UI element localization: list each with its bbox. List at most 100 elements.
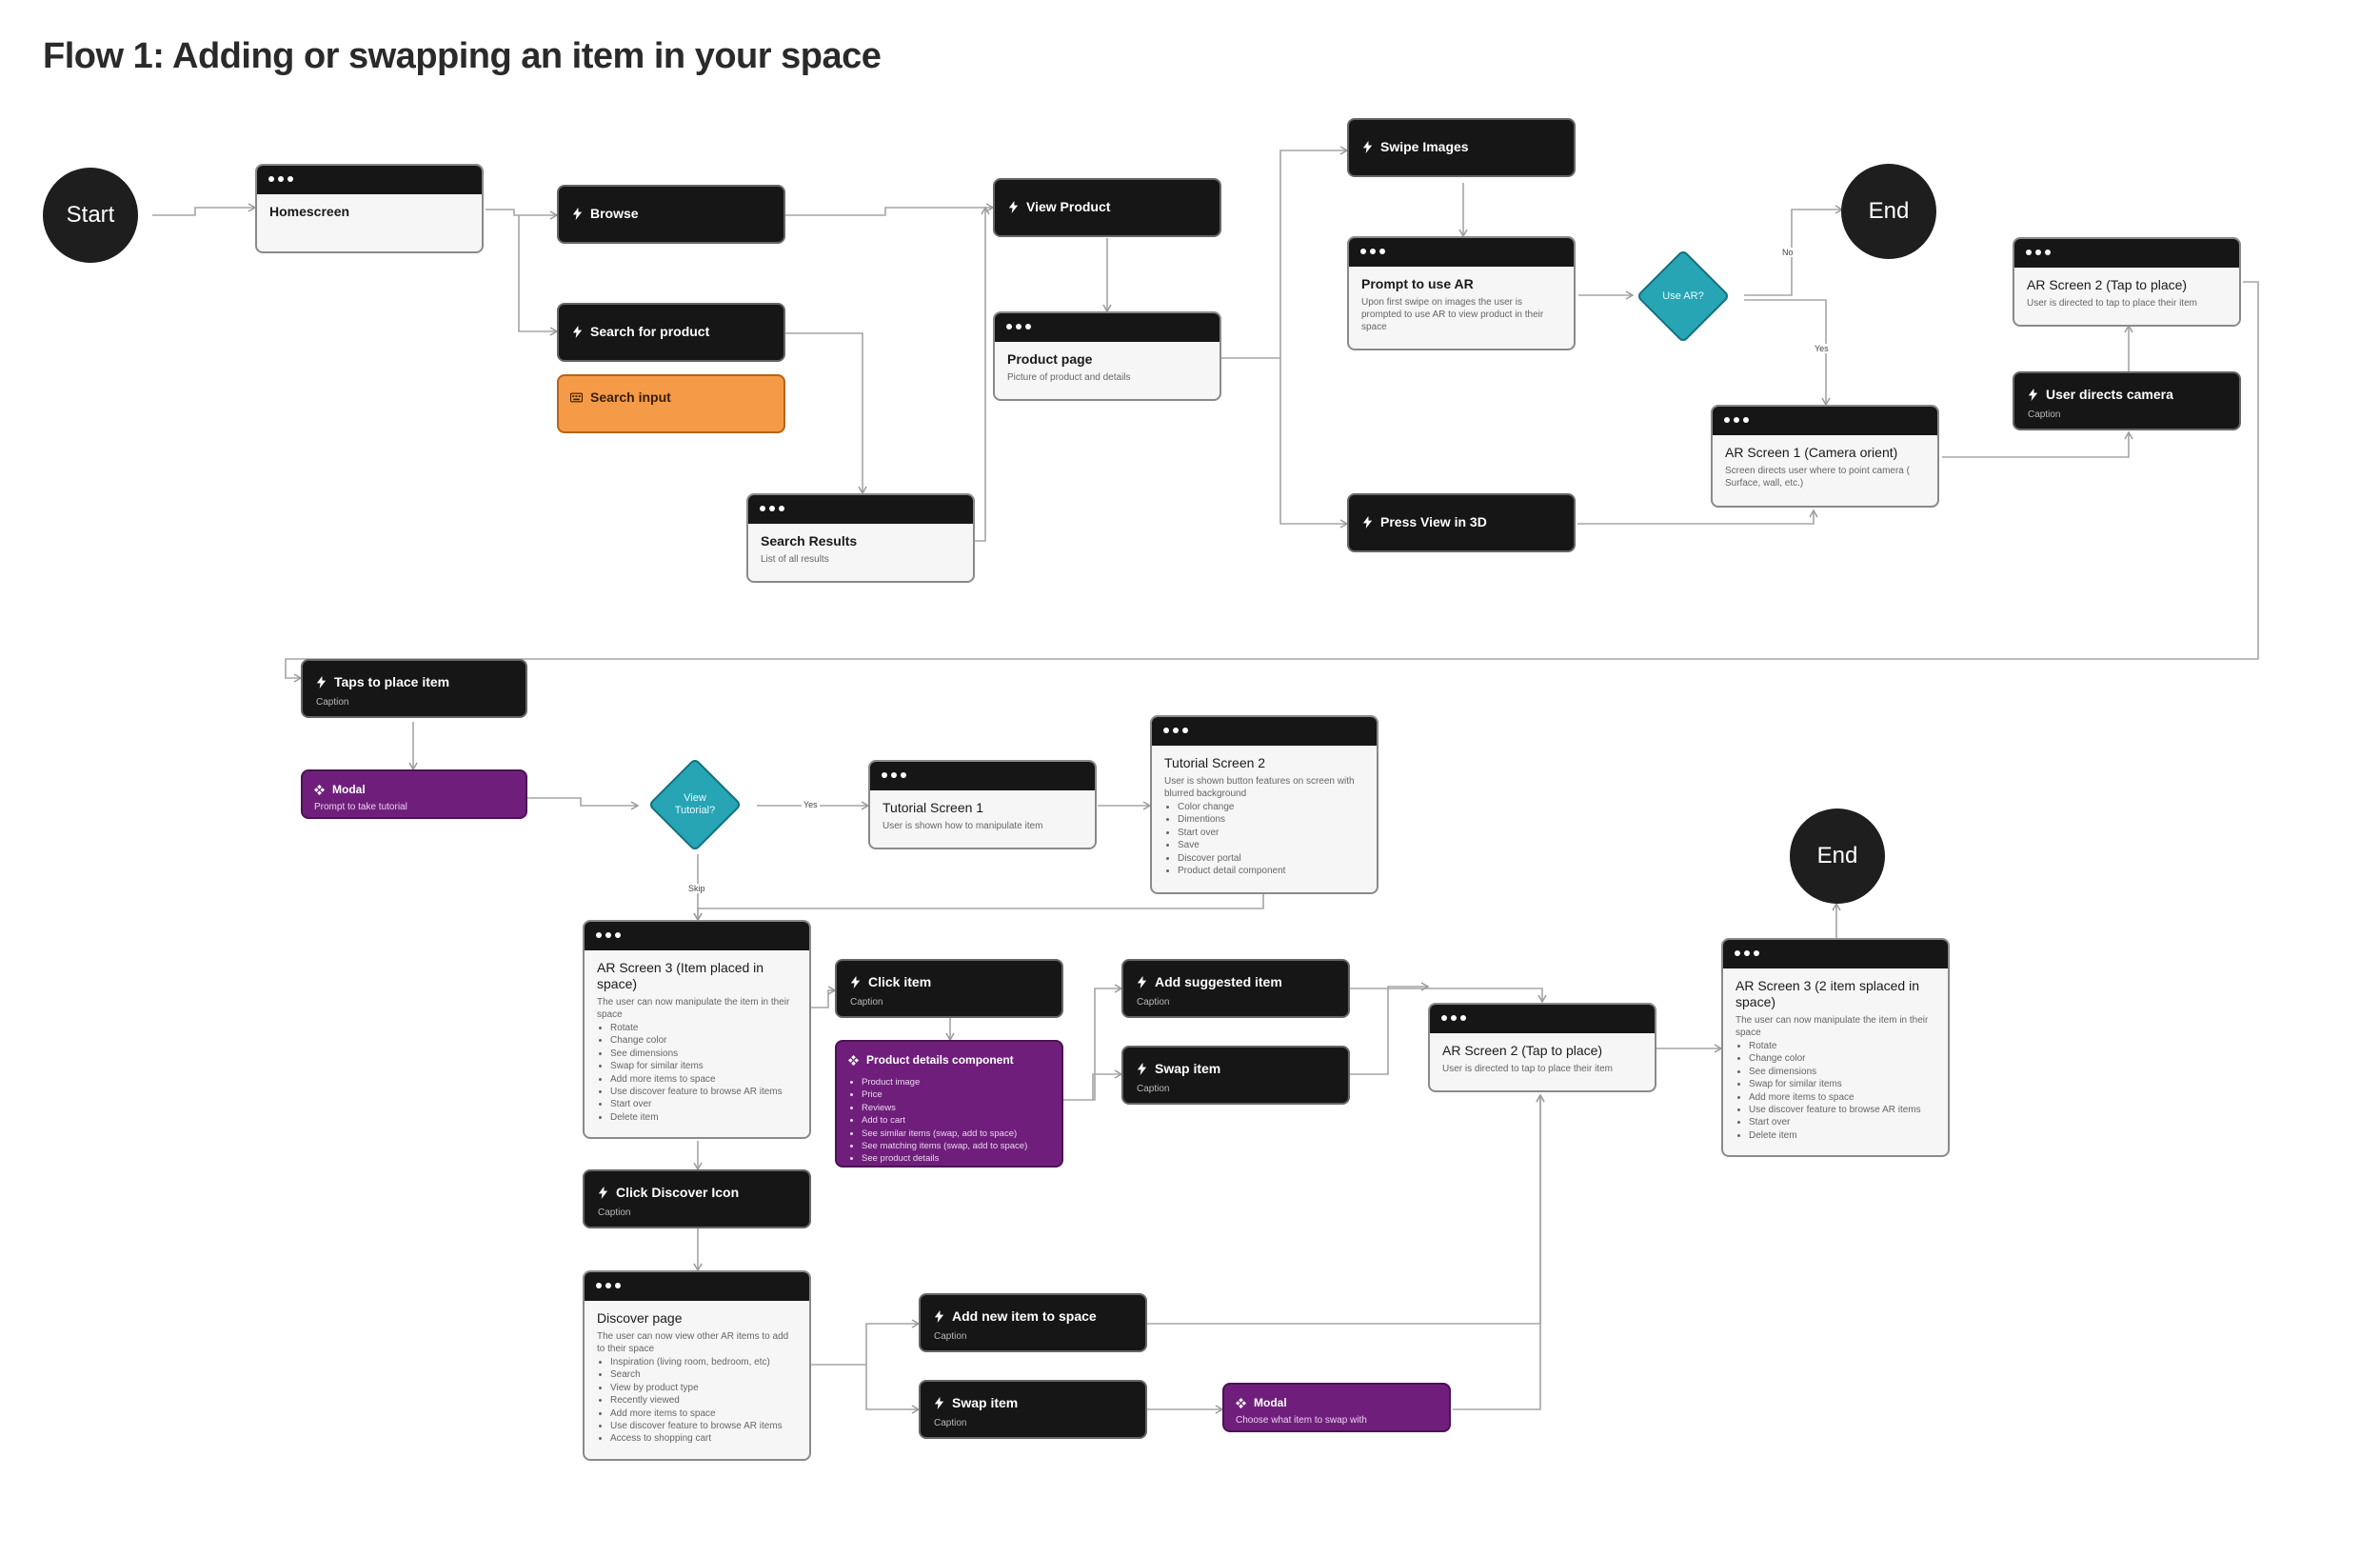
window-dots-icon <box>585 1272 809 1301</box>
list-item: Add more items to space <box>610 1073 809 1086</box>
action-taps-to-place: Taps to place item Caption <box>301 659 527 718</box>
node-description: The user can now view other AR items to … <box>597 1331 789 1354</box>
edge-productpage-view3d <box>1279 358 1349 529</box>
list-item: Change color <box>1749 1052 1948 1065</box>
node-title-row: Swap item <box>1137 1061 1220 1076</box>
action-user-directs-camera: User directs camera Caption <box>2013 371 2241 430</box>
component-diamond-icon <box>1236 1397 1246 1408</box>
edge-arscreen2-taps <box>285 281 2259 683</box>
list-item: Add more items to space <box>610 1407 809 1420</box>
list-item: See dimensions <box>610 1048 809 1060</box>
edge-search-results <box>785 332 867 495</box>
node-title-row: Modal <box>314 783 366 796</box>
node-title: Swap item <box>952 1395 1019 1410</box>
lightning-bolt-icon <box>2028 388 2038 401</box>
list-item: Inspiration (living room, bedroom, etc) <box>610 1356 809 1368</box>
edge-results-viewproduct <box>974 206 990 542</box>
screen-discover-page: Discover page The user can now view othe… <box>583 1270 811 1461</box>
action-press-view-3d: Press View in 3D <box>1347 493 1576 552</box>
list-item: Delete item <box>610 1111 809 1124</box>
list-item: Reviews <box>862 1102 1027 1114</box>
node-title-row: Taps to place item <box>316 674 449 689</box>
end-label-bottom: End <box>1816 843 1858 868</box>
node-title: Tutorial Screen 2 <box>1164 755 1266 770</box>
decision-label: Use AR? <box>1662 289 1704 302</box>
action-swipe-images: Swipe Images <box>1347 118 1576 177</box>
window-dots-icon <box>1430 1005 1655 1033</box>
lightning-bolt-icon <box>1008 200 1019 213</box>
node-title: AR Screen 1 (Camera orient) <box>1725 445 1898 460</box>
end-terminal-bottom: End <box>1790 808 1885 904</box>
lightning-bolt-icon <box>316 675 327 689</box>
search-input-node: Search input <box>557 374 785 433</box>
decision-label: View Tutorial? <box>674 792 716 816</box>
edge-home-search <box>518 215 559 336</box>
list-item: Start over <box>1749 1116 1948 1128</box>
list-item: View by product type <box>610 1382 809 1394</box>
modal-choose-swap: Modal Choose what item to swap with <box>1222 1383 1451 1432</box>
node-title: Taps to place item <box>334 674 450 689</box>
action-click-discover-icon: Click Discover Icon Caption <box>583 1169 811 1228</box>
start-label: Start <box>66 202 115 228</box>
node-title: Prompt to use AR <box>1361 276 1474 291</box>
lightning-bolt-icon <box>1362 140 1373 153</box>
node-caption: Caption <box>1137 1084 1170 1094</box>
screen-ar-1: AR Screen 1 (Camera orient) Screen direc… <box>1711 405 1939 508</box>
window-dots-icon <box>870 762 1095 790</box>
list-item: Price <box>862 1088 1027 1101</box>
window-dots-icon <box>748 495 973 524</box>
node-caption: Caption <box>316 697 349 708</box>
action-browse: Browse <box>557 185 785 244</box>
window-dots-icon <box>585 922 809 950</box>
node-title: Swap item <box>1155 1061 1221 1076</box>
window-dots-icon <box>1152 717 1377 746</box>
node-title-row: Add new item to space <box>934 1308 1097 1324</box>
edge-modal-viewtutorial <box>527 797 640 810</box>
lightning-bolt-icon <box>572 325 583 338</box>
modal-prompt-tutorial: Modal Prompt to take tutorial <box>301 769 527 819</box>
window-dots-icon <box>995 313 1220 342</box>
node-title: Search for product <box>590 324 710 339</box>
node-title: User directs camera <box>2046 387 2173 402</box>
edge-pdc-swap <box>1092 1069 1123 1100</box>
node-title: Click item <box>868 974 932 989</box>
list-item: Search <box>610 1368 809 1381</box>
action-view-product: View Product <box>993 178 1221 237</box>
decision-use-ar: Use AR? <box>1636 249 1731 344</box>
edge-arscreen1-camera <box>1942 430 2133 458</box>
screen-search-results: Search Results List of all results <box>746 493 975 583</box>
node-description: Picture of product and details <box>1007 372 1131 383</box>
node-description: List of all results <box>761 554 829 565</box>
node-title: Modal <box>1254 1396 1287 1409</box>
node-title: Homescreen <box>269 204 350 219</box>
list-item: Swap for similar items <box>1749 1078 1948 1090</box>
end-terminal-top: End <box>1841 164 1936 259</box>
edge-productpage-swipe <box>1220 146 1349 359</box>
list-item: Add more items to space <box>1749 1091 1948 1104</box>
list-item: See matching items (swap, add to space) <box>862 1140 1027 1152</box>
edge-usear-arscreen1 <box>1744 299 1831 407</box>
node-caption: Caption <box>934 1331 967 1342</box>
node-title-row: Search input <box>570 389 671 405</box>
action-add-new-item: Add new item to space Caption <box>919 1293 1147 1352</box>
list-item: Start over <box>610 1098 809 1110</box>
window-dots-icon <box>1349 238 1574 267</box>
lightning-bolt-icon <box>850 975 861 988</box>
node-caption: Caption <box>598 1208 631 1218</box>
node-title: Search Results <box>761 533 858 549</box>
edge-browse-viewproduct <box>785 203 995 216</box>
start-terminal: Start <box>43 168 138 263</box>
decision-view-tutorial: View Tutorial? <box>647 757 743 852</box>
lightning-bolt-icon <box>1137 975 1147 988</box>
node-description: Screen directs user where to point camer… <box>1725 466 1910 489</box>
node-title: AR Screen 2 (Tap to place) <box>2027 277 2188 292</box>
lightning-bolt-icon <box>934 1309 944 1323</box>
node-title: Product details component <box>866 1053 1014 1067</box>
node-caption: Caption <box>1137 997 1170 1008</box>
lightning-bolt-icon <box>934 1396 944 1409</box>
list-item: Access to shopping cart <box>610 1432 809 1445</box>
edge-home-browse <box>486 209 559 220</box>
node-title: Swipe Images <box>1380 139 1469 154</box>
edge-modal-arscreen2 <box>1453 1093 1545 1410</box>
